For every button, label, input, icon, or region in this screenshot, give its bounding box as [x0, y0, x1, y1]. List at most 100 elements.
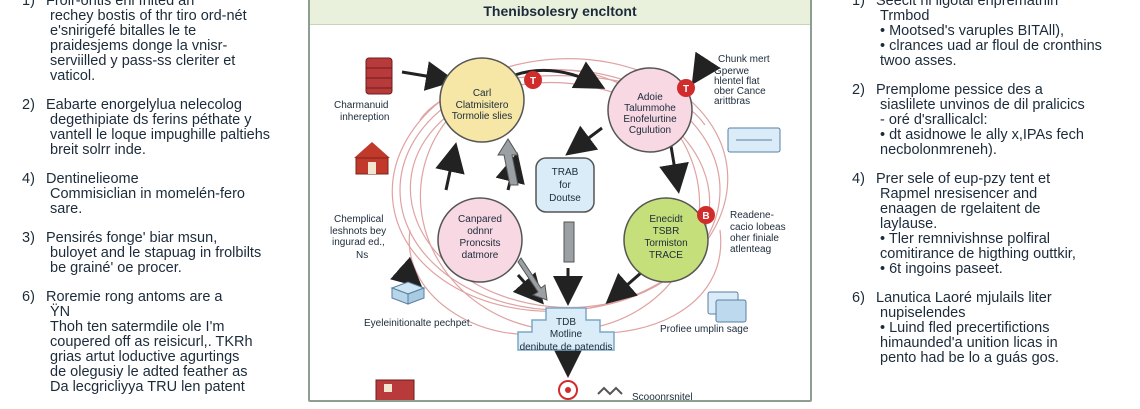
node-mid-right-line-0: Enecidt — [649, 214, 683, 225]
gray-block-arrow-left — [497, 138, 519, 186]
node-top-right-line-1: Talummohe — [624, 103, 676, 114]
item-number: 6) — [22, 289, 35, 305]
chem-line-1: leshnots bey — [330, 226, 386, 237]
item-text-line: e'snirigefé bitalles le te — [50, 23, 197, 39]
chunk-line-3: ober Cance — [714, 86, 766, 97]
item-text-line: de olegusiy le adted feather as — [50, 364, 248, 380]
item-number: 3) — [22, 230, 35, 246]
node-mid-right-line-3: TRACE — [649, 250, 683, 261]
item-text-line: vantell le loque impughille paltiehs — [50, 127, 271, 143]
svg-text:T: T — [683, 84, 689, 95]
arrow-in-left — [401, 61, 456, 91]
left-item-heading: 6)Roremie rong antoms are a — [22, 290, 292, 305]
node-center-line-1: for — [559, 180, 571, 191]
item-text-line: Seecit ni ligotal enpremathin — [876, 0, 1059, 9]
readene-line-3: atlenteag — [730, 244, 771, 255]
arrow-left-up — [435, 142, 465, 191]
node-bottom-line-0: TDB — [556, 317, 576, 328]
label-inhereption: Charmanuid inhereption — [334, 100, 389, 123]
left-item-heading: 2)Eabarte enorgelylua nelecolog — [22, 98, 292, 113]
node-mid-left-line-3: datmore — [462, 250, 499, 261]
node-bottom-line-2: denibute de patendis — [520, 342, 613, 353]
node-bottom-line-1: Motline — [550, 329, 583, 340]
item-number: 4) — [22, 171, 35, 187]
chunk-line-0: Chunk mert — [718, 54, 770, 65]
right-item-heading: 6)Lanutica Laoré mjulails liter — [852, 291, 1132, 306]
item-text-line: comitirance de higthing outtkir, — [880, 246, 1076, 262]
item-text-line: Premplome pessice des a — [876, 82, 1043, 98]
node-mid-right-line-1: TSBR — [653, 226, 680, 237]
node-center: TRAB for Doutse — [535, 157, 595, 213]
gray-block-arrow-diag — [517, 257, 548, 301]
chem-line-2: ingurad ed., — [332, 237, 385, 248]
item-number: 1) — [22, 0, 35, 9]
item-text-line: pento had be lo a guás gos. — [880, 350, 1059, 366]
arrow-right-down — [659, 139, 689, 194]
server-icon — [365, 57, 393, 95]
left-item-heading: 4) Dentinelieome — [22, 172, 292, 187]
node-center-line-0: TRAB — [552, 167, 579, 178]
readene-line-2: oher finiale — [730, 233, 779, 244]
item-text-line: Prer sele of eup-pzy tent et — [876, 171, 1051, 187]
label-eyeleinite: Eyeleinitionalte pechpet. — [364, 318, 472, 329]
item-text-line: coupered off as reisicurl,. TKRh — [50, 334, 253, 350]
node-top-right-line-2: Enofelurtine — [623, 114, 677, 125]
item-text-line: - oré d'srallicalcl: — [880, 112, 988, 128]
arrow-chunk — [691, 51, 721, 86]
diagram-canvas: Carl Clatmisitero Tormolie slies T Adoie… — [330, 51, 786, 400]
node-top-right: Adoie Talummohe Enofelurtine Cgulution T — [607, 67, 695, 153]
item-text-line: sare. — [50, 201, 83, 217]
diagram-title: Thenibsolesry encltont — [310, 0, 810, 25]
svg-text:T: T — [530, 76, 536, 87]
left-item-heading: 1)Froir-ontis enl fnited an — [22, 0, 292, 9]
label-readene: Readene- cacio lobeas oher finiale atlen… — [730, 210, 786, 255]
item-text-line: enaagen de rgelaitent de — [880, 201, 1041, 217]
chunk-line-2: hlentel flat — [714, 76, 760, 87]
badge-icon — [677, 79, 695, 97]
gray-block-arrow-center — [563, 221, 575, 263]
item-text-line: necbolonmreneh). — [880, 142, 997, 158]
chunk-line-1: Gperwe — [714, 66, 749, 77]
item-text-line: Thoh ten satermdile ole I'm — [50, 319, 225, 335]
item-text-line: himaunded'a unition licas in — [880, 335, 1058, 351]
label-chemplical: Chemplical leshnots bey ingurad ed., Ns — [330, 214, 386, 261]
item-text-line: • Tler remnivishnse polfiral — [880, 231, 1051, 247]
svg-text:B: B — [702, 211, 709, 222]
block-arrows — [497, 138, 575, 301]
node-mid-left-line-0: Canpared — [458, 214, 502, 225]
chem-line-0: Chemplical — [334, 214, 383, 225]
diagram-panel: Thenibsolesry encltont — [308, 0, 812, 402]
signal-icon — [558, 380, 578, 400]
item-text-line: • Luind fled precertifictions — [880, 320, 1050, 336]
badge-icon — [524, 71, 542, 89]
node-mid-left-line-2: Proncsits — [459, 238, 500, 249]
item-text-line: Dentinelieome — [46, 171, 139, 187]
node-top-left-line-1: Clatmisitero — [456, 100, 509, 111]
item-text-line: nupiselendes — [880, 305, 966, 321]
item-text-line: Rapmel nresisencer and — [880, 186, 1038, 202]
item-number: 6) — [852, 290, 865, 306]
node-top-right-line-3: Cgulution — [629, 125, 671, 136]
node-top-left-line-2: Tormolie slies — [452, 111, 513, 122]
item-text-line: serviilled y pass-ss cleriter et — [50, 53, 236, 69]
item-number: 2) — [22, 97, 35, 113]
arrow-right-center — [565, 125, 603, 156]
node-mid-left: Canpared odnnr Proncsits datmore — [437, 197, 523, 283]
left-item-heading: 3) Pensirés fonge' biar msun, — [22, 231, 292, 246]
item-text-line: breit solrr inde. — [50, 142, 146, 158]
item-text-line: siaslilete unvinos de dil pralicics — [880, 97, 1085, 113]
right-item-heading: 1)Seecit ni ligotal enpremathin — [852, 0, 1132, 9]
item-text-line: Pensirés fonge' biar msun, — [46, 230, 218, 246]
left-item: 3)Pensirés fonge' biar msun,buloyet and … — [22, 231, 292, 276]
label-chunk: Chunk mert Gperwe hlentel flat ober Canc… — [714, 54, 770, 107]
badge-icon — [697, 206, 715, 224]
readene-line-0: Readene- — [730, 210, 774, 221]
